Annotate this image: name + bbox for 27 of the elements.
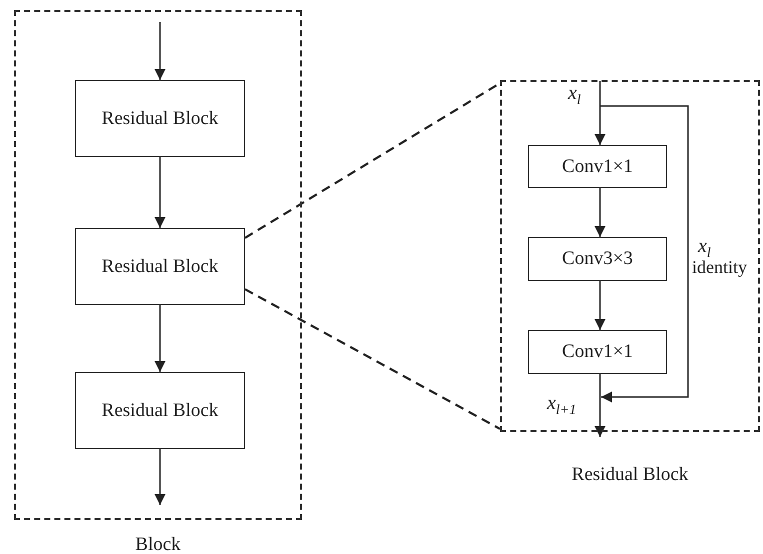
box-label: Conv3×3 — [562, 248, 633, 270]
arrow — [154, 305, 166, 372]
process-box — [528, 330, 667, 374]
frame-title: Block — [134, 534, 182, 554]
box-label: Residual Block — [102, 108, 218, 130]
process-box — [528, 145, 667, 188]
note-text: identity — [692, 258, 747, 278]
arrow — [594, 81, 606, 145]
arrow — [154, 449, 166, 505]
box-label: Conv1×1 — [562, 341, 633, 363]
process-box — [75, 228, 245, 305]
process-box — [75, 372, 245, 449]
process-box — [75, 80, 245, 157]
box-label: Conv1×1 — [562, 156, 633, 178]
box-label: Residual Block — [102, 256, 218, 278]
box-label: Residual Block — [102, 400, 218, 422]
signal-label: x$_{l}$ — [698, 236, 711, 261]
arrow — [594, 374, 606, 437]
connector-line — [244, 288, 501, 430]
edge-label: x$_{l+1}$ — [547, 393, 576, 418]
arrow — [154, 22, 166, 80]
arrow — [154, 157, 166, 228]
process-box — [528, 237, 667, 281]
arrow — [594, 281, 606, 330]
arrow — [594, 188, 606, 237]
edge-label: x$_{l}$ — [568, 83, 581, 108]
frame-title: Residual Block — [570, 464, 690, 486]
